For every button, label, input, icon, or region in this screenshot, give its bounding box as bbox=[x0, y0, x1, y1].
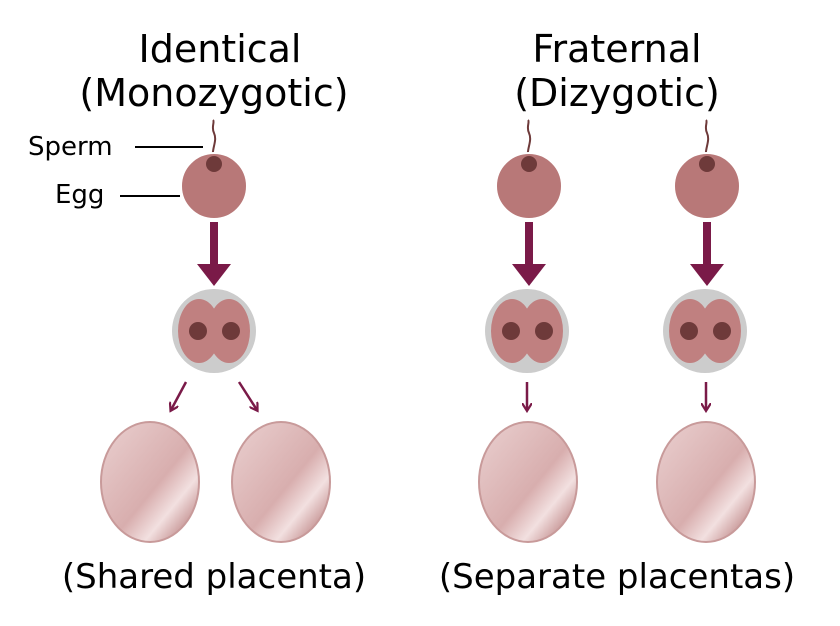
egg-icon bbox=[495, 152, 563, 220]
fraternal-main-arrow-1 bbox=[512, 222, 546, 286]
nucleus-icon bbox=[222, 322, 240, 340]
nucleus-icon bbox=[502, 322, 520, 340]
fraternal-title: Fraternal bbox=[532, 27, 701, 71]
fraternal-subtitle: (Dizygotic) bbox=[514, 71, 720, 115]
fraternal-fertilized-egg-1 bbox=[495, 119, 563, 220]
fraternal-zygote-2 bbox=[663, 289, 747, 373]
fraternal-zygote-1 bbox=[485, 289, 569, 373]
sperm-head-icon bbox=[206, 156, 222, 172]
sperm-label: Sperm bbox=[28, 132, 113, 162]
sperm-tail-icon bbox=[704, 119, 710, 161]
identical-fertilized-egg bbox=[180, 119, 248, 220]
split-arrow-left bbox=[171, 381, 188, 410]
sperm-tail-icon bbox=[211, 119, 217, 161]
placenta-icon bbox=[656, 421, 756, 543]
fraternal-fertilized-egg-2 bbox=[673, 119, 741, 220]
placenta-icon bbox=[478, 421, 578, 543]
fraternal-caption: (Separate placentas) bbox=[439, 557, 795, 597]
egg-icon bbox=[673, 152, 741, 220]
placenta-icon bbox=[231, 421, 331, 543]
egg-icon bbox=[180, 152, 248, 220]
identical-subtitle: (Monozygotic) bbox=[79, 71, 348, 115]
identical-main-arrow bbox=[197, 222, 231, 286]
sperm-head-icon bbox=[521, 156, 537, 172]
identical-zygote bbox=[172, 289, 256, 373]
fraternal-main-arrow-2 bbox=[690, 222, 724, 286]
egg-label: Egg bbox=[55, 180, 104, 210]
identical-caption: (Shared placenta) bbox=[62, 557, 366, 597]
placenta-icon bbox=[100, 421, 200, 543]
sperm-tail-icon bbox=[526, 119, 532, 161]
nucleus-icon bbox=[713, 322, 731, 340]
split-arrow-right bbox=[237, 381, 257, 410]
nucleus-icon bbox=[189, 322, 207, 340]
nucleus-icon bbox=[535, 322, 553, 340]
identical-title: Identical bbox=[139, 27, 302, 71]
nucleus-icon bbox=[680, 322, 698, 340]
sperm-head-icon bbox=[699, 156, 715, 172]
